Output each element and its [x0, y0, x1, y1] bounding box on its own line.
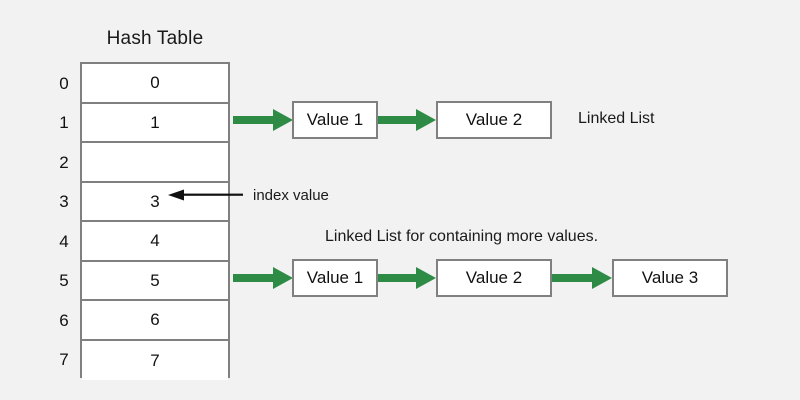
list-node-label: Value 1 — [306, 110, 364, 129]
hash-table-row: 3 3 — [59, 182, 228, 222]
linked-list-caption: Linked List — [578, 110, 655, 127]
list-node: Value 3 — [612, 259, 728, 297]
hash-table-row: 2 — [59, 143, 228, 183]
green-arrow-icon — [233, 267, 293, 289]
hash-table-row-index: 0 — [59, 73, 69, 93]
index-value-callout-arrow-icon — [168, 188, 243, 202]
list-node-label: Value 2 — [465, 110, 523, 129]
hash-table-row-value: 5 — [150, 270, 160, 290]
green-arrow-icon — [552, 267, 612, 289]
hash-table-row-index: 3 — [59, 192, 69, 212]
list-node: Value 2 — [436, 259, 552, 297]
hash-table-row: 7 7 — [59, 340, 228, 380]
list-node: Value 1 — [292, 101, 378, 139]
index-value-callout-label: index value — [253, 187, 329, 204]
linked-list-caption: Linked List for containing more values. — [325, 228, 599, 245]
hash-table-row: 5 5 — [59, 261, 228, 301]
hash-table-row-value: 1 — [150, 112, 160, 132]
green-arrow-icon — [378, 267, 436, 289]
hash-table: 0 0 1 1 2 3 3 4 4 5 5 6 6 7 7 — [59, 62, 230, 380]
hash-table-row-index: 6 — [59, 310, 69, 330]
hash-table-row-index: 7 — [59, 350, 69, 370]
hash-table-row: 0 0 — [59, 64, 228, 104]
list-node: Value 2 — [436, 101, 552, 139]
hash-table-row-value: 0 — [150, 73, 160, 93]
hash-table-row-index: 2 — [59, 152, 69, 172]
hash-table-row: 1 1 — [59, 103, 228, 143]
hash-table-row-index: 1 — [59, 113, 69, 133]
hash-table-row-value: 6 — [150, 310, 160, 330]
list-node-label: Value 3 — [641, 268, 699, 287]
hash-table-row-value — [82, 143, 228, 181]
hash-table-row: 4 4 — [59, 222, 228, 262]
hash-table-row-value: 3 — [150, 191, 160, 211]
list-node: Value 1 — [292, 259, 378, 297]
green-arrow-icon — [378, 109, 436, 131]
hash-table-row-index: 5 — [59, 271, 69, 291]
green-arrow-icon — [233, 109, 293, 131]
list-node-label: Value 2 — [465, 268, 523, 287]
list-node-label: Value 1 — [306, 268, 364, 287]
hash-table-row-value: 4 — [150, 231, 160, 251]
hash-table-row-value: 7 — [150, 350, 160, 370]
hash-table-row: 6 6 — [59, 301, 228, 341]
hash-table-row-index: 4 — [59, 231, 69, 251]
hash-table-title: Hash Table — [106, 28, 204, 49]
